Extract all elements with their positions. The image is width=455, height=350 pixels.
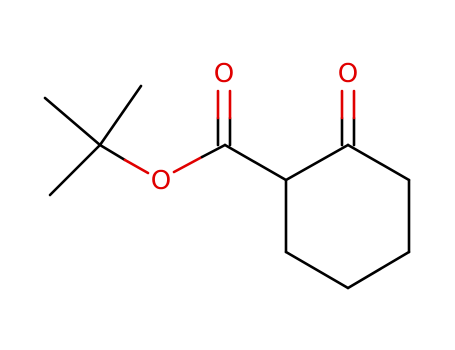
ring-bond-c4-c5: [346, 250, 411, 290]
bond-carbonyl-to-ring: [223, 143, 288, 182]
bond-tbu-to-ester-oxygen-oxygen-half: [123, 158, 150, 175]
atom-label-ketone-oxygen: O: [338, 59, 358, 89]
bond-tbu-methyl-lower-left: [48, 143, 102, 197]
ring-bond-c2-c3: [346, 143, 411, 182]
bond-tbu-methyl-upper-right: [98, 84, 143, 147]
ring-bond-c1-c2: [284, 143, 350, 182]
bond-tbu-methyl-upper-left: [43, 96, 102, 147]
bond-tbu-to-ester-oxygen-carbon-half: [98, 143, 127, 162]
atom-label-ester-oxygen: O: [151, 166, 171, 196]
bond-ester-oxygen-to-carbonyl-carbon-half: [200, 143, 227, 159]
atom-label-ester-carbonyl-oxygen: O: [214, 59, 234, 89]
ring-bond-c5-c6: [284, 250, 350, 290]
bond-ester-oxygen-to-carbonyl-oxygen-half: [172, 155, 204, 174]
